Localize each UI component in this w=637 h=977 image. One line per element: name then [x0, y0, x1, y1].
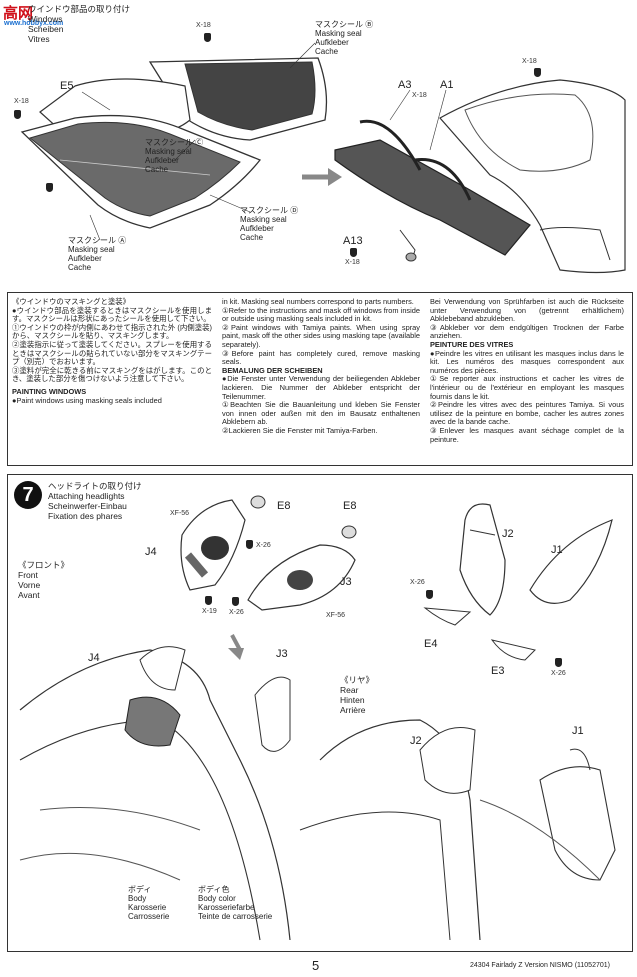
part-label-a3: A3 — [398, 79, 412, 91]
part-label-e4: E4 — [424, 638, 438, 650]
screw-icon — [204, 33, 211, 42]
windows-title: ウインドウ部品の取り付け Windows Scheiben Vitres — [28, 4, 131, 44]
instructions-col-3: Bei Verwendung von Sprühfarben ist auch … — [430, 297, 624, 444]
paint-label-xf56: XF-56 — [170, 510, 190, 517]
part-label-j1: J1 — [572, 725, 584, 737]
footer-model: Fairlady Z Version NISMO — [491, 962, 573, 969]
part-label-j1: J1 — [551, 544, 563, 556]
screw-icon — [46, 183, 53, 192]
instructions-box — [7, 292, 633, 466]
screw-icon — [246, 540, 253, 549]
screw-label: X-19 — [202, 608, 217, 615]
page-number: 5 — [312, 958, 320, 973]
part-label-e5: E5 — [60, 80, 74, 92]
screw-label: X-18 — [14, 98, 29, 105]
part-label-e3: E3 — [491, 665, 505, 677]
footer-code: 24304 — [470, 962, 490, 969]
part-label-j4: J4 — [88, 652, 100, 664]
footer-info: 24304 Fairlady Z Version NISMO (11052701… — [470, 962, 610, 969]
instructions-col-2: in kit. Masking seal numbers correspond … — [222, 297, 420, 435]
screw-label: X-26 — [229, 609, 244, 616]
screw-label: X-18 — [522, 58, 537, 65]
screw-label: X-26 — [256, 542, 271, 549]
screw-icon — [350, 248, 357, 257]
part-label-j2: J2 — [502, 528, 514, 540]
paint-label-xf56: XF-56 — [326, 612, 346, 619]
part-label-e8: E8 — [277, 500, 291, 512]
screw-icon — [232, 597, 239, 606]
step-7-number: 7 — [14, 481, 42, 509]
part-label-j3: J3 — [276, 648, 288, 660]
instructions-col-1: 《ウインドウのマスキングと塗装》 ●ウインドウ部品を塗装するときはマスクシールを… — [12, 297, 212, 405]
part-label-a13: A13 — [343, 235, 363, 247]
step-7-box — [7, 474, 633, 952]
screw-label: X-18 — [412, 92, 427, 99]
part-label-j4: J4 — [145, 546, 157, 558]
screw-label: X-26 — [410, 579, 425, 586]
screw-icon — [555, 658, 562, 667]
part-label-e8: E8 — [343, 500, 357, 512]
part-label-a1: A1 — [440, 79, 454, 91]
screw-icon — [14, 110, 21, 119]
screw-icon — [205, 596, 212, 605]
step-7-title: ヘッドライトの取り付け Attaching headlights Scheinw… — [48, 481, 142, 521]
screw-label: X-18 — [345, 259, 360, 266]
screw-label: X-26 — [551, 670, 566, 677]
screw-label: X-18 — [196, 22, 211, 29]
watermark-logo: 高网 — [3, 4, 34, 22]
part-label-j3: J3 — [340, 576, 352, 588]
part-label-j2: J2 — [410, 735, 422, 747]
watermark-url: www.hobbyx.com — [4, 20, 64, 27]
footer-ref: (11052701) — [574, 962, 610, 969]
screw-icon — [426, 590, 433, 599]
screw-icon — [534, 68, 541, 77]
